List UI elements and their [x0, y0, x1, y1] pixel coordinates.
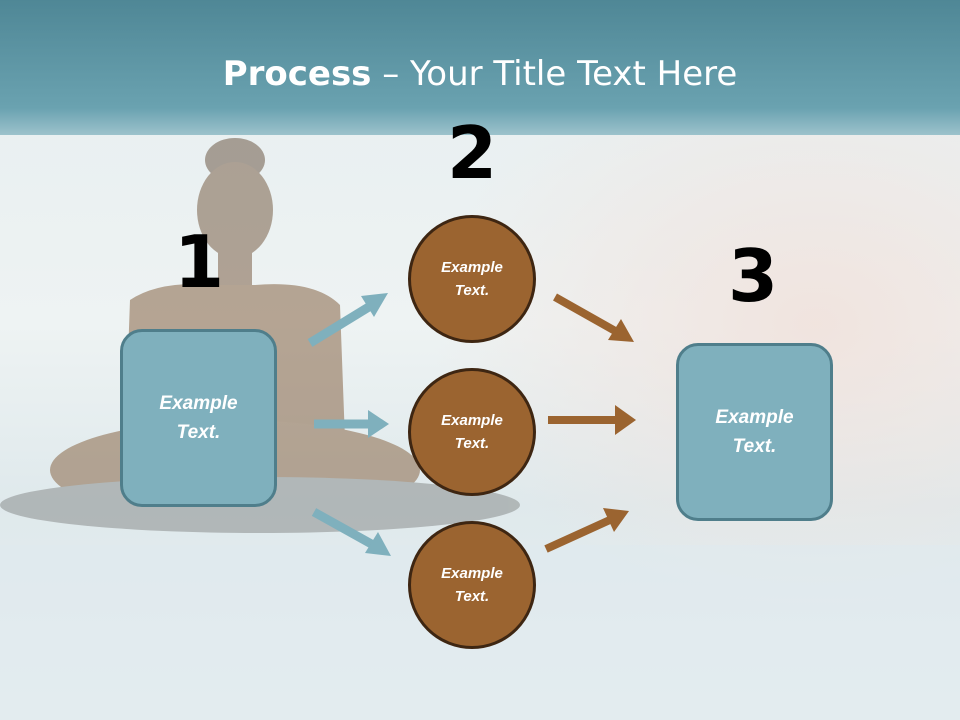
- arrow-top-to-3: [553, 293, 634, 342]
- arrow-1-to-bottom: [311, 508, 391, 556]
- title-rest: – Your Title Text Here: [371, 54, 738, 94]
- step-number-3: 3: [727, 234, 779, 318]
- step-1-box: Example Text.: [120, 329, 277, 507]
- title-bold: Process: [222, 54, 372, 94]
- step-number-2: 2: [446, 111, 498, 195]
- arrow-1-to-top: [307, 293, 388, 347]
- arrow-1-to-middle: [314, 410, 389, 438]
- step-1-text: Example Text.: [159, 393, 238, 443]
- arrow-bottom-to-3: [544, 508, 629, 553]
- step-number-1: 1: [173, 220, 225, 304]
- step-2-circle-top-text: Example Text.: [441, 259, 503, 299]
- step-2-circle-middle-text: Example Text.: [441, 412, 503, 452]
- step-2-circle-top: Example Text.: [408, 215, 536, 343]
- step-2-circle-middle: Example Text.: [408, 368, 536, 496]
- step-2-circle-bottom-text: Example Text.: [441, 565, 503, 605]
- step-2-circle-bottom: Example Text.: [408, 521, 536, 649]
- page-title: Process – Your Title Text Here: [0, 52, 960, 96]
- arrow-middle-to-3: [548, 405, 636, 435]
- step-3-box: Example Text.: [676, 343, 833, 521]
- step-3-text: Example Text.: [715, 407, 794, 457]
